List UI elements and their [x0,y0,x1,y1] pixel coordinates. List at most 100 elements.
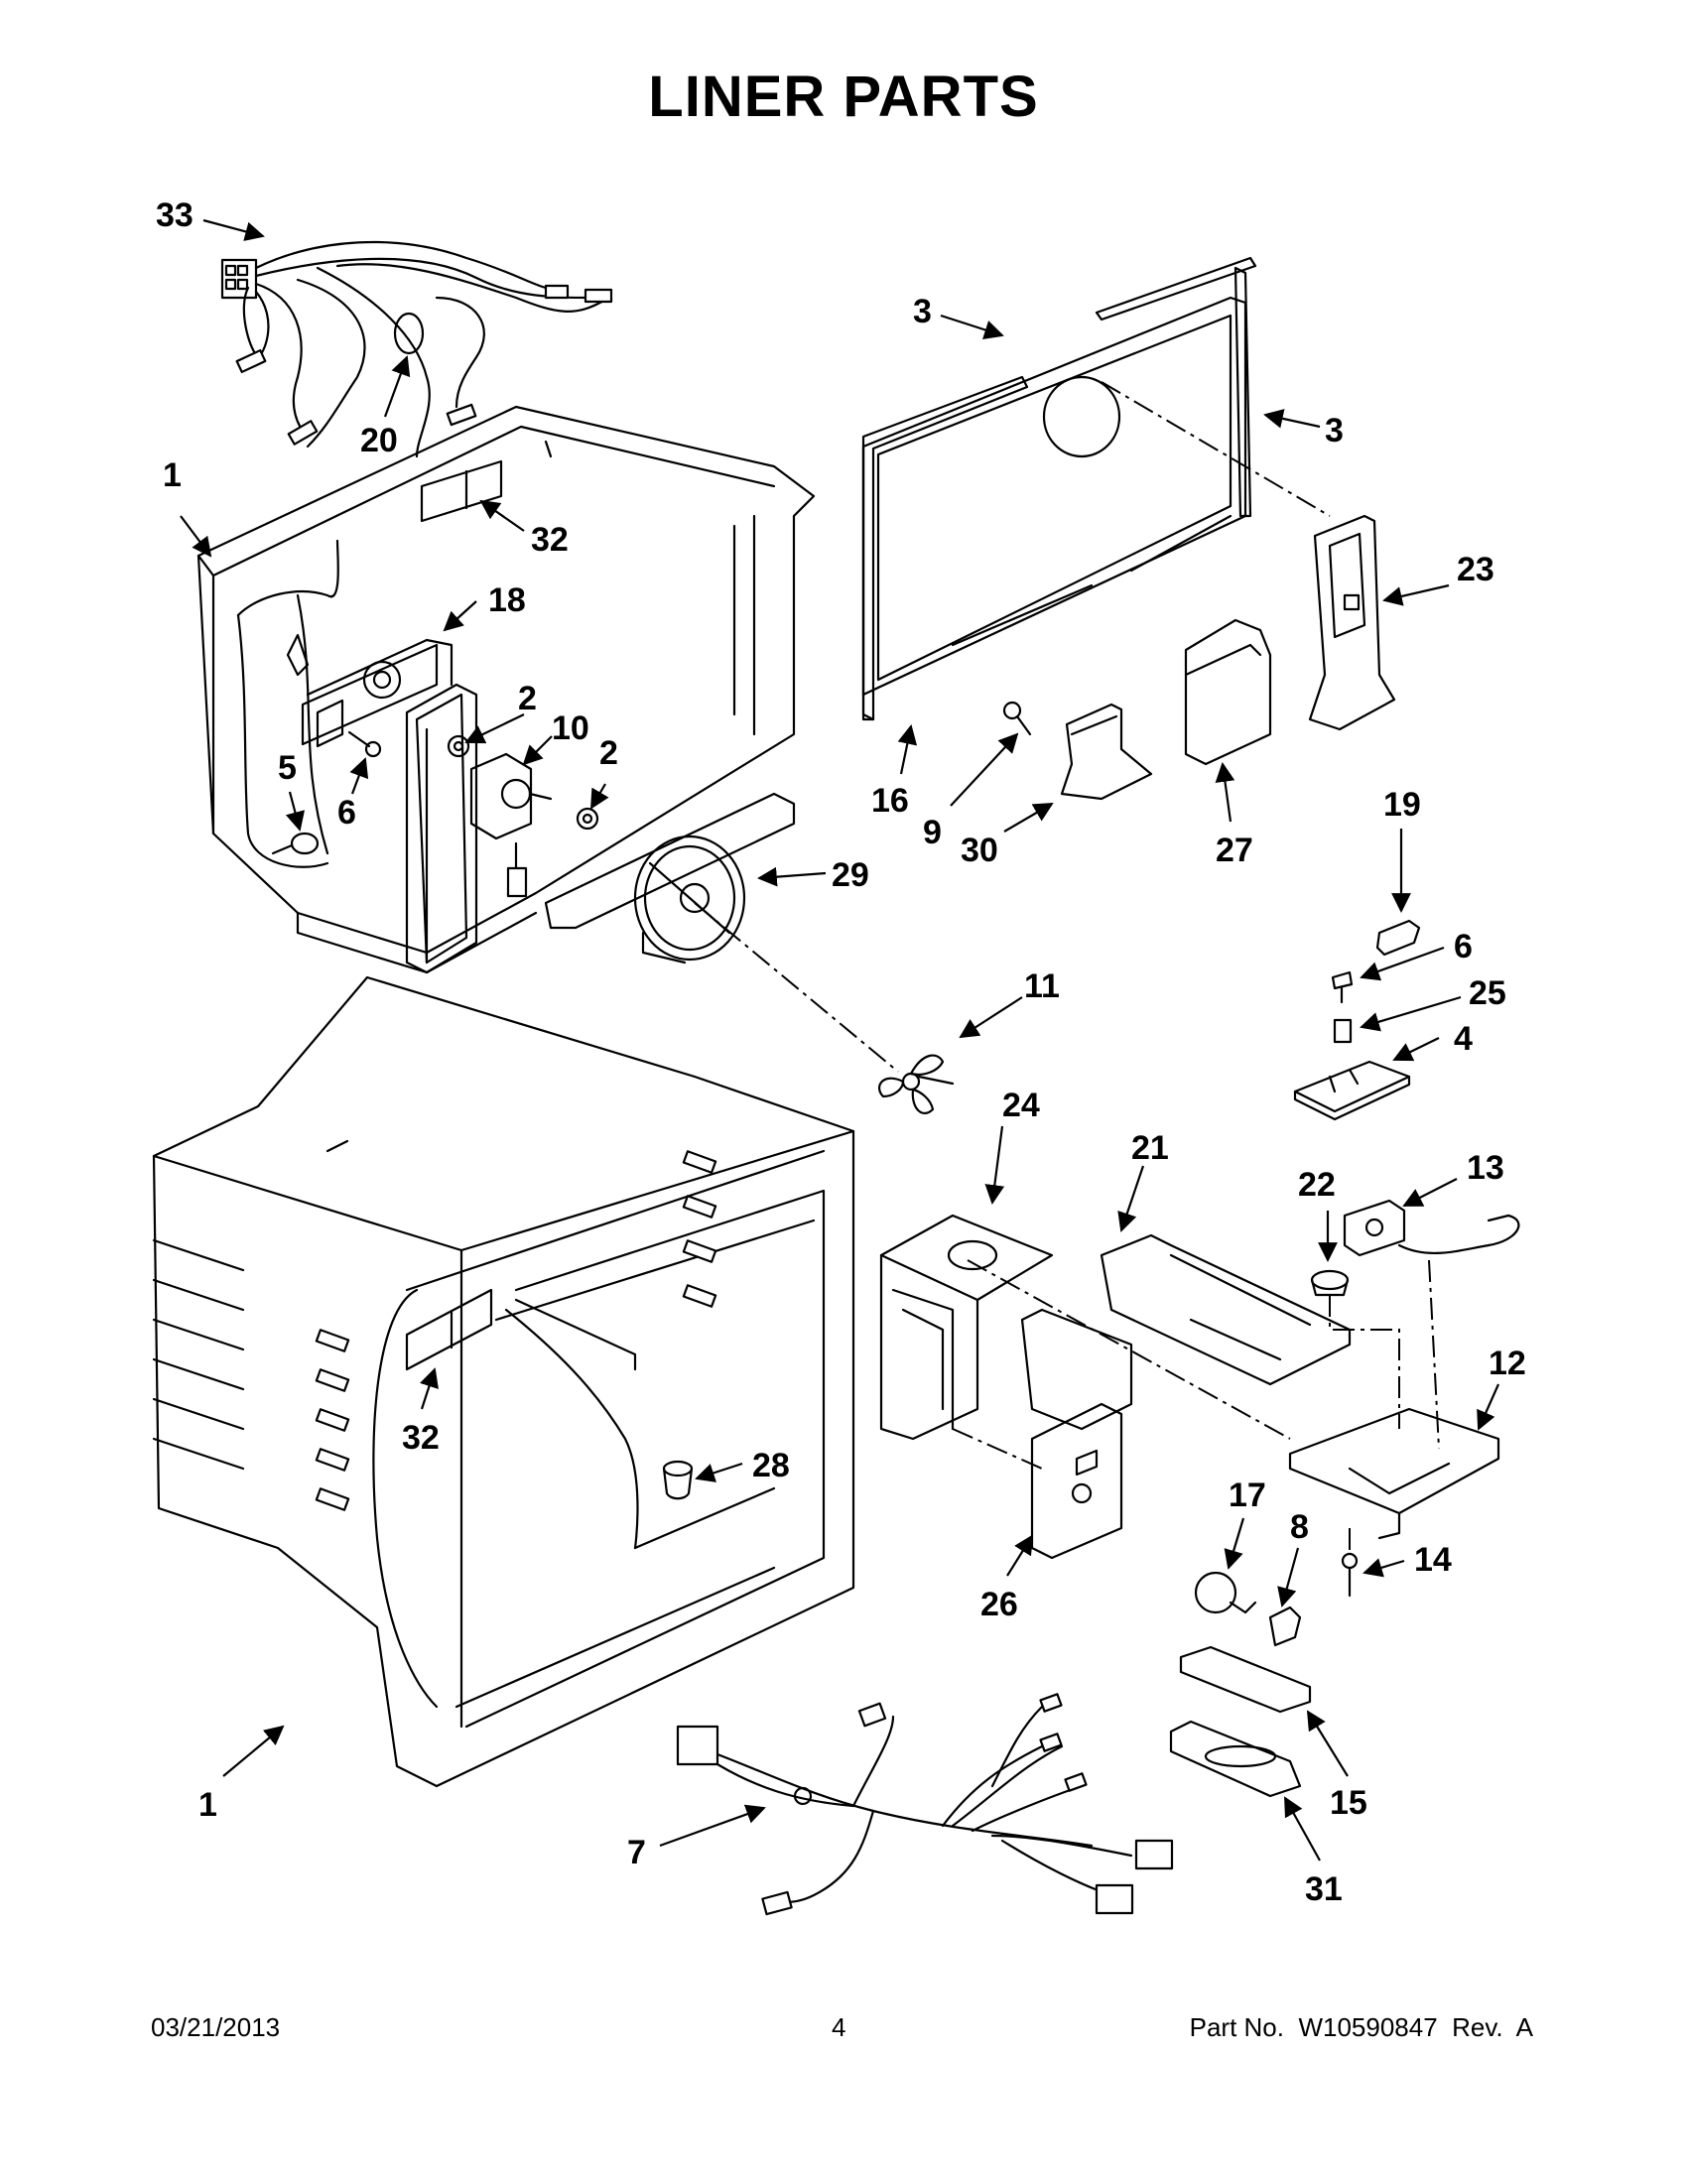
lamp-housing [1288,1407,1500,1540]
thermistor [271,832,320,855]
callout-3-left: 3 [913,293,932,330]
leader-13 [1402,1178,1458,1207]
callout-21: 21 [1131,1129,1169,1167]
duct-cover [1184,618,1272,766]
evaporator-panel [861,296,1247,721]
light-cover-lower [405,1288,493,1371]
fan-blade [878,1054,955,1114]
leader-8 [1277,1547,1300,1607]
leader-18 [443,600,477,632]
leader-2-bottom [590,783,609,810]
leader-15 [1306,1710,1349,1777]
callout-9: 9 [923,814,942,851]
light-cover-top [420,459,503,523]
leader-9 [950,732,1019,807]
callout-1-bottom: 1 [198,1786,217,1824]
callout-15: 15 [1330,1784,1367,1822]
leader-20 [383,355,411,418]
callout-16: 16 [871,782,909,820]
callout-23: 23 [1457,551,1494,588]
leader-1-top [180,515,212,558]
callout-11: 11 [1024,967,1060,1005]
callout-3-right: 3 [1325,412,1344,450]
drain-plug [662,1460,694,1500]
screw-right [1331,970,1354,1004]
callout-28: 28 [752,1447,790,1484]
callout-14: 14 [1414,1541,1452,1579]
damper-bracket [301,638,454,748]
alignment-line-socket [1329,1295,1400,1429]
fan-housing [544,792,796,964]
leader-6-left [349,757,369,795]
leader-31 [1284,1796,1321,1862]
door-switch [1268,1606,1302,1647]
spacer [1333,1018,1353,1044]
grommet-lower [576,807,599,831]
callout-24: 24 [1002,1087,1040,1124]
gasket-right-top [1095,256,1257,518]
leader-17 [1224,1517,1245,1570]
screw-9 [1002,701,1032,736]
leader-6-right [1360,946,1445,981]
leader-25 [1360,995,1462,1032]
callout-8: 8 [1290,1508,1309,1546]
callout-6-left: 6 [337,794,356,832]
callout-27: 27 [1216,832,1253,869]
leader-29 [757,866,827,887]
leader-16 [897,724,918,775]
damper-motor [469,752,553,898]
alignment-line-fan [694,902,899,1073]
leader-26 [1006,1534,1034,1577]
light-housing [879,1214,1054,1441]
leader-23 [1382,583,1450,606]
callout-32-top: 32 [531,521,569,559]
control-knob [1375,919,1421,957]
evaporator-cover [405,683,478,974]
leader-27 [1215,762,1235,823]
callout-20: 20 [360,422,398,459]
callout-18: 18 [488,581,526,619]
alignment-line-cover [952,1428,1043,1470]
grommet-upper [447,734,470,758]
callout-19: 19 [1383,786,1421,824]
callout-17: 17 [1229,1477,1266,1514]
leader-33 [202,218,265,241]
screw-14 [1341,1552,1359,1598]
callout-4: 4 [1454,1020,1473,1058]
gasket-left [861,375,1029,721]
callout-32-bottom: 32 [402,1419,440,1457]
air-vent [1308,514,1396,731]
leader-3-left [940,314,1004,339]
wire-harness-top [220,240,613,458]
light-lens [1179,1645,1312,1714]
leader-5 [285,791,306,832]
callout-29: 29 [832,856,869,894]
alignment-line-tray [967,1259,1291,1440]
leader-12 [1477,1383,1500,1431]
light-shield [1169,1720,1302,1798]
leader-7 [659,1804,766,1848]
footer-page-number: 4 [832,2012,846,2042]
leader-2-top [464,713,525,744]
control-board [1293,1060,1411,1121]
callout-2-bottom: 2 [599,734,618,772]
callout-13: 13 [1467,1149,1504,1187]
leader-11 [959,996,1023,1039]
leader-4 [1392,1037,1440,1062]
air-duct [1060,703,1153,801]
leader-21 [1117,1165,1145,1232]
leader-24 [984,1125,1005,1205]
page-title: LINER PARTS [648,64,1039,129]
callout-25: 25 [1469,974,1506,1012]
callout-26: 26 [980,1586,1018,1623]
leader-14 [1363,1558,1405,1578]
callout-7: 7 [627,1834,646,1871]
leader-10 [522,735,553,766]
light-tray [1020,1233,1352,1431]
callout-10: 10 [552,709,589,747]
callout-6-right: 6 [1454,928,1473,965]
alignment-line-vent [1101,381,1331,517]
footer-part-number: Part No. W10590847 Rev. A [1189,2012,1533,2042]
callout-33: 33 [156,196,194,234]
